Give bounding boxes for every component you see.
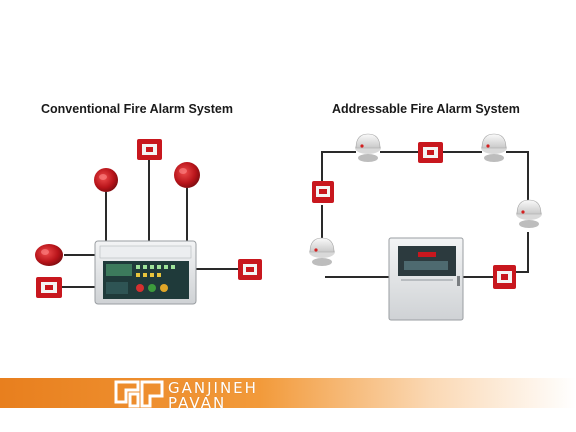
smoke-detector-icon <box>309 237 335 266</box>
manual-call-point-icon <box>238 259 262 280</box>
manual-call-point-icon <box>312 181 334 203</box>
brand-name-line2: PAVAN <box>168 394 227 412</box>
addressable-loop-wiring <box>321 151 529 278</box>
smoke-detector-icon <box>516 199 542 228</box>
manual-call-point-icon <box>36 277 62 298</box>
manual-call-point-icon <box>418 142 443 163</box>
manual-call-point-icon <box>137 139 162 160</box>
bell-sounder-icon <box>174 162 200 188</box>
brand-banner <box>0 378 576 408</box>
conventional-control-panel <box>94 240 197 305</box>
bell-sounder-icon <box>94 168 118 192</box>
addressable-system-title: Addressable Fire Alarm System <box>332 102 520 116</box>
conventional-system-title: Conventional Fire Alarm System <box>41 102 233 116</box>
smoke-detector-icon <box>481 133 507 162</box>
manual-call-point-icon <box>493 265 516 289</box>
bell-sounder-icon <box>35 244 63 266</box>
ganjineh-pavan-logo-icon <box>114 380 164 408</box>
smoke-detector-icon <box>355 133 381 162</box>
conventional-wiring <box>62 160 239 288</box>
addressable-control-panel <box>388 237 464 321</box>
brand-name-line1: GANJINEH <box>168 379 258 397</box>
